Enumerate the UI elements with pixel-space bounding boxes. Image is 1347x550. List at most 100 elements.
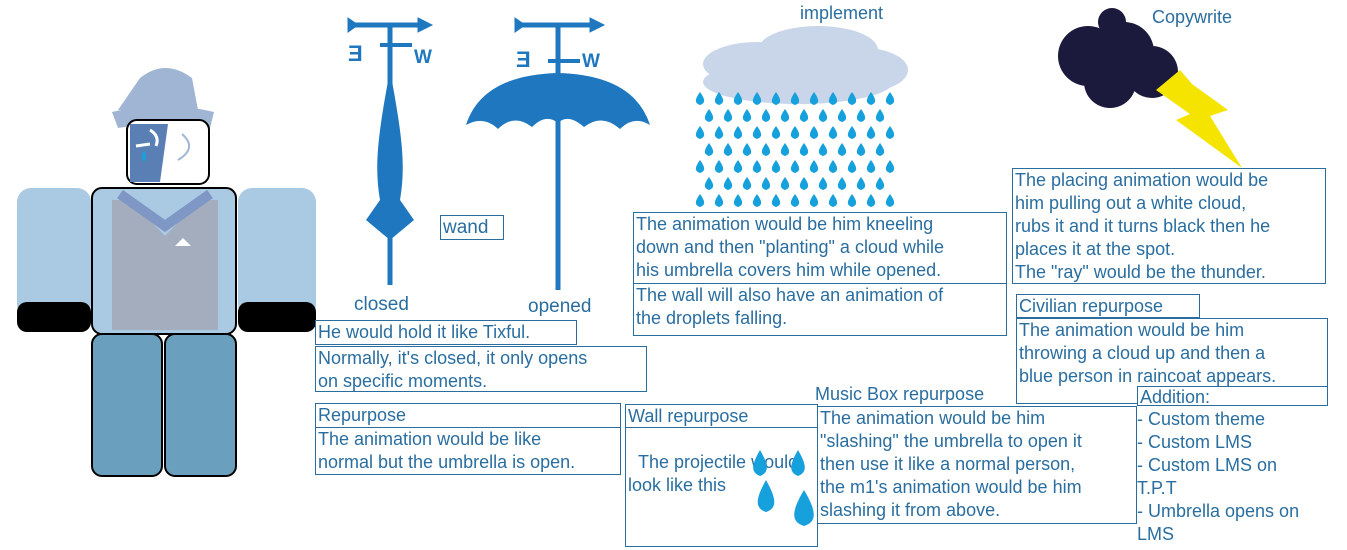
raindrop xyxy=(818,177,828,190)
normally-note: Normally, it's closed, it only opens on … xyxy=(315,346,647,392)
raindrop xyxy=(733,92,743,105)
civilian-title: Civilian repurpose xyxy=(1016,294,1200,318)
raindrop xyxy=(885,160,895,173)
raindrop xyxy=(866,194,876,207)
svg-text:W: W xyxy=(582,51,600,72)
raindrop xyxy=(771,194,781,207)
raindrop xyxy=(847,194,857,207)
raindrop xyxy=(799,109,809,122)
raindrop xyxy=(704,143,714,156)
raindrop xyxy=(828,126,838,139)
raindrop xyxy=(771,126,781,139)
closed-umbrella-icon: Ǝ W xyxy=(347,17,434,285)
raindrop xyxy=(761,177,771,190)
raindrop xyxy=(847,92,857,105)
wand-label: wand xyxy=(440,215,504,240)
raindrop xyxy=(780,109,790,122)
raindrop xyxy=(790,92,800,105)
raindrop xyxy=(771,160,781,173)
raindrop xyxy=(866,160,876,173)
copywrite-body: The placing animation would be him pulli… xyxy=(1012,168,1326,284)
lightning-icon xyxy=(1156,70,1242,168)
right-arm xyxy=(238,188,316,318)
raindrop xyxy=(809,126,819,139)
raindrop xyxy=(866,92,876,105)
raindrop xyxy=(875,177,885,190)
raindrop xyxy=(714,160,724,173)
raindrop xyxy=(837,109,847,122)
thundercloud-icon xyxy=(1058,8,1242,168)
raindrop xyxy=(790,160,800,173)
rain-cloud-icon xyxy=(695,26,908,207)
raindrop xyxy=(704,109,714,122)
raindrop xyxy=(714,92,724,105)
raindrop xyxy=(733,126,743,139)
raindrop xyxy=(695,160,705,173)
raindrop xyxy=(847,160,857,173)
svg-text:W: W xyxy=(414,47,432,68)
raindrop xyxy=(809,160,819,173)
music-box-body: The animation would be him "slashing" th… xyxy=(817,406,1137,524)
raindrop xyxy=(742,177,752,190)
raindrop xyxy=(837,177,847,190)
raindrop xyxy=(714,194,724,207)
raindrop xyxy=(809,92,819,105)
raindrop xyxy=(828,160,838,173)
raindrop xyxy=(809,194,819,207)
raindrop xyxy=(695,194,705,207)
hold-note: He would hold it like Tixful. xyxy=(315,320,577,345)
raindrop xyxy=(695,92,705,105)
raindrop xyxy=(856,177,866,190)
svg-text:Ǝ: Ǝ xyxy=(516,47,531,72)
repurpose-body: The animation would be like normal but t… xyxy=(315,427,621,475)
raindrop xyxy=(695,126,705,139)
raindrop xyxy=(856,109,866,122)
raindrop xyxy=(723,143,733,156)
raindrop xyxy=(818,109,828,122)
implement-label: implement xyxy=(800,3,884,23)
wall-repurpose-body: The projectile would look like this xyxy=(625,427,818,547)
raindrop xyxy=(752,92,762,105)
raindrop xyxy=(799,143,809,156)
raindrop xyxy=(885,126,895,139)
svg-text:Ǝ: Ǝ xyxy=(348,41,363,66)
raindrop xyxy=(818,143,828,156)
raindrop xyxy=(799,177,809,190)
addition-title: Addition: xyxy=(1137,386,1328,407)
raindrop xyxy=(780,177,790,190)
copywrite-label: Copywrite xyxy=(1152,7,1233,27)
closed-label: closed xyxy=(354,294,409,315)
raindrop xyxy=(875,109,885,122)
raindrop xyxy=(723,177,733,190)
raindrop xyxy=(875,143,885,156)
raindrop xyxy=(752,194,762,207)
raindrop xyxy=(866,126,876,139)
opened-umbrella-icon: Ǝ W xyxy=(466,17,650,290)
raindrop xyxy=(885,92,895,105)
raindrop xyxy=(761,109,771,122)
raindrop xyxy=(742,143,752,156)
raindrop xyxy=(790,194,800,207)
opened-label: opened xyxy=(528,296,592,317)
raindrop xyxy=(847,126,857,139)
raindrop xyxy=(761,143,771,156)
raindrop xyxy=(771,92,781,105)
raindrop xyxy=(837,143,847,156)
raindrop xyxy=(828,92,838,105)
raindrop xyxy=(723,109,733,122)
raindrop xyxy=(742,109,752,122)
raindrop xyxy=(780,143,790,156)
wall-repurpose-title: Wall repurpose xyxy=(625,404,818,428)
raindrop xyxy=(752,126,762,139)
raindrop xyxy=(885,194,895,207)
raindrop xyxy=(828,194,838,207)
implement-wall-note: The wall will also have an animation of … xyxy=(633,284,1007,336)
music-box-title: Music Box repurpose xyxy=(815,384,985,404)
raindrop xyxy=(704,177,714,190)
raindrop xyxy=(856,143,866,156)
projectile-droplets-icon xyxy=(753,450,814,526)
right-leg xyxy=(164,333,237,477)
character-figure xyxy=(17,68,316,477)
repurpose-title: Repurpose xyxy=(315,403,621,428)
addition-list: - Custom theme - Custom LMS - Custom LMS… xyxy=(1137,409,1300,544)
